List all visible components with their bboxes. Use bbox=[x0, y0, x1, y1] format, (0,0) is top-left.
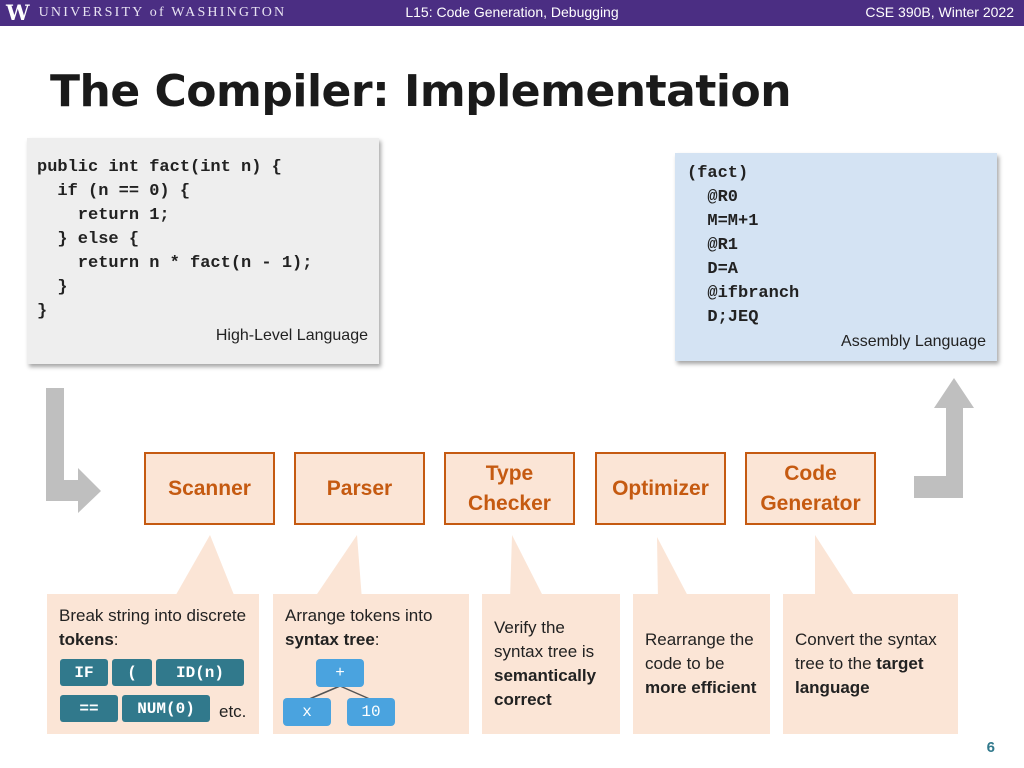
type-checker-callout: Verify the syntax tree is semantically c… bbox=[482, 594, 620, 734]
high-level-label: High-Level Language bbox=[215, 327, 368, 344]
stage-parser: Parser bbox=[294, 452, 425, 525]
scanner-pointer bbox=[173, 535, 236, 600]
assembly-code-box: (fact) @R0 M=M+1 @R1 D=A @ifbranch D;JEQ… bbox=[675, 153, 997, 361]
up-arrow-icon bbox=[914, 378, 974, 498]
code-generator-pointer bbox=[815, 535, 857, 600]
slide-title: The Compiler: Implementation bbox=[50, 66, 792, 117]
header-bar: W UNIVERSITY of WASHINGTON L15: Code Gen… bbox=[0, 0, 1024, 26]
code-generator-callout: Convert the syntax tree to the target la… bbox=[783, 594, 958, 734]
type-checker-pointer bbox=[510, 535, 545, 600]
course-name: CSE 390B, Winter 2022 bbox=[865, 4, 1014, 20]
token-eq: == bbox=[60, 695, 118, 722]
uw-logo: W UNIVERSITY of WASHINGTON bbox=[6, 2, 286, 24]
uw-w-logo-icon: W bbox=[6, 0, 30, 25]
uw-wordmark: UNIVERSITY of WASHINGTON bbox=[38, 5, 287, 20]
stage-optimizer: Optimizer bbox=[595, 452, 726, 525]
tree-node-plus: + bbox=[316, 659, 364, 687]
optimizer-callout: Rearrange the code to be more efficient bbox=[633, 594, 770, 734]
assembly-label: Assembly Language bbox=[841, 333, 986, 350]
tree-edges bbox=[306, 685, 373, 701]
high-level-code: public int fact(int n) { if (n == 0) { r… bbox=[37, 158, 313, 321]
stage-scanner: Scanner bbox=[144, 452, 275, 525]
etc-label: etc. bbox=[219, 702, 247, 721]
parser-pointer bbox=[313, 535, 362, 600]
token-paren: ( bbox=[112, 659, 152, 686]
down-right-arrow-icon bbox=[46, 388, 101, 513]
stage-code-generator: Code Generator bbox=[745, 452, 876, 525]
token-if: IF bbox=[60, 659, 108, 686]
optimizer-pointer bbox=[657, 537, 690, 600]
high-level-code-box: public int fact(int n) { if (n == 0) { r… bbox=[27, 138, 379, 364]
token-id-n: ID(n) bbox=[156, 659, 244, 686]
stage-type-checker: Type Checker bbox=[444, 452, 575, 525]
assembly-code: (fact) @R0 M=M+1 @R1 D=A @ifbranch D;JEQ bbox=[687, 164, 800, 327]
tree-node-x: x bbox=[283, 698, 331, 726]
page-number: 6 bbox=[986, 739, 995, 756]
token-num-0: NUM(0) bbox=[122, 695, 210, 722]
tree-node-10: 10 bbox=[347, 698, 395, 726]
lecture-title: L15: Code Generation, Debugging bbox=[405, 4, 619, 20]
